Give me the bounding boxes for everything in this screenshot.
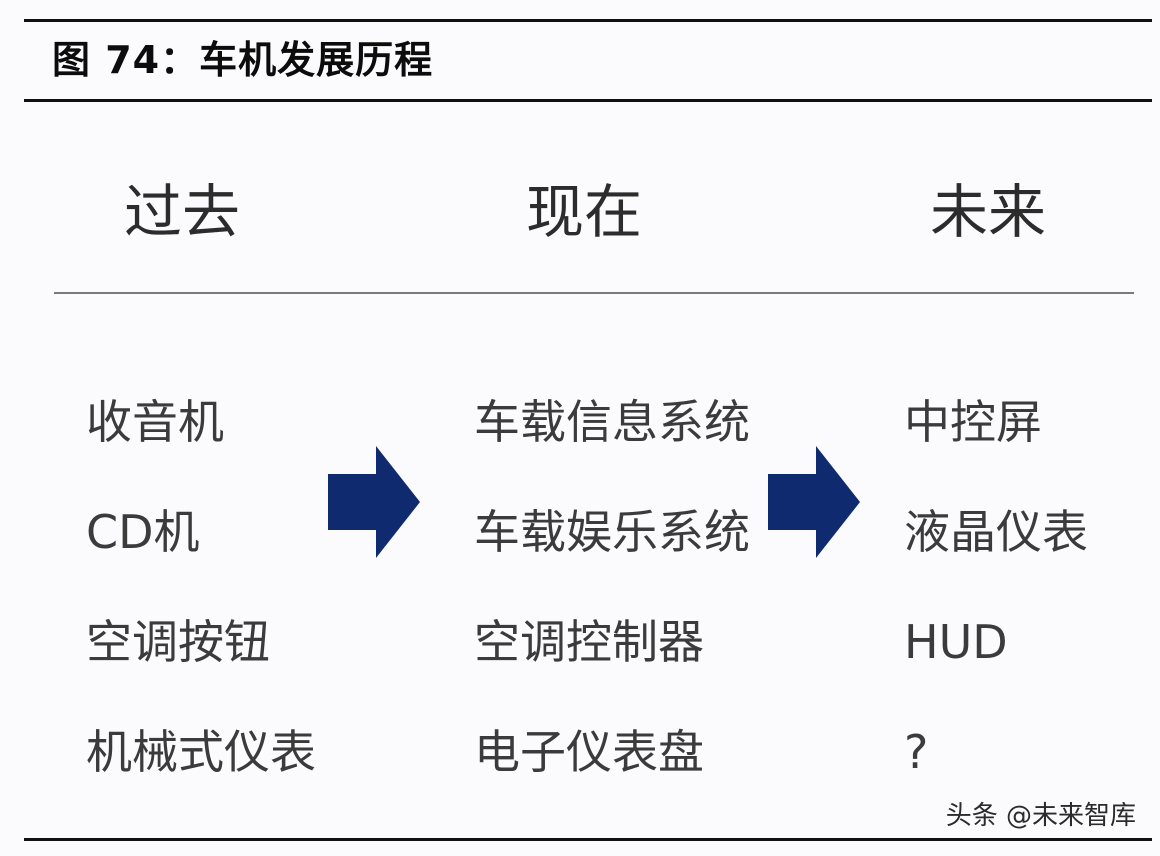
past-list: 收音机 CD机 空调按钮 机械式仪表 xyxy=(86,382,316,822)
header-past: 过去 xyxy=(124,178,241,246)
header-present: 现在 xyxy=(526,178,643,246)
figure-title: 图 74：车机发展历程 xyxy=(52,38,434,82)
present-item-entertainment: 车载娱乐系统 xyxy=(474,505,750,559)
truncated-source-line xyxy=(30,846,550,856)
past-item-radio: 收音机 xyxy=(86,395,224,449)
future-item-unknown: ? xyxy=(904,725,929,779)
right-arrow-shape xyxy=(768,446,860,558)
past-item-cd: CD机 xyxy=(86,505,200,559)
future-item-hud: HUD xyxy=(904,615,1008,669)
past-item-ac-buttons: 空调按钮 xyxy=(86,615,270,669)
header-divider xyxy=(54,292,1134,294)
bottom-rule xyxy=(24,838,1152,841)
future-list: 中控屏 液晶仪表 HUD ? xyxy=(904,382,1088,822)
present-item-digital-cluster: 电子仪表盘 xyxy=(474,725,704,779)
title-rule xyxy=(24,99,1152,102)
watermark: 头条 @未来智库 xyxy=(945,801,1136,831)
top-rule xyxy=(24,19,1152,22)
present-item-ac-controller: 空调控制器 xyxy=(474,615,704,669)
present-item-infotainment-info: 车载信息系统 xyxy=(474,395,750,449)
right-arrow-shape xyxy=(328,446,420,558)
right-arrow-icon xyxy=(328,446,420,558)
future-item-lcd-cluster: 液晶仪表 xyxy=(904,505,1088,559)
right-arrow-icon xyxy=(768,446,860,558)
present-list: 车载信息系统 车载娱乐系统 空调控制器 电子仪表盘 xyxy=(474,382,750,822)
header-future: 未来 xyxy=(930,178,1047,246)
future-item-center-screen: 中控屏 xyxy=(904,395,1042,449)
past-item-mechanical-gauge: 机械式仪表 xyxy=(86,725,316,779)
